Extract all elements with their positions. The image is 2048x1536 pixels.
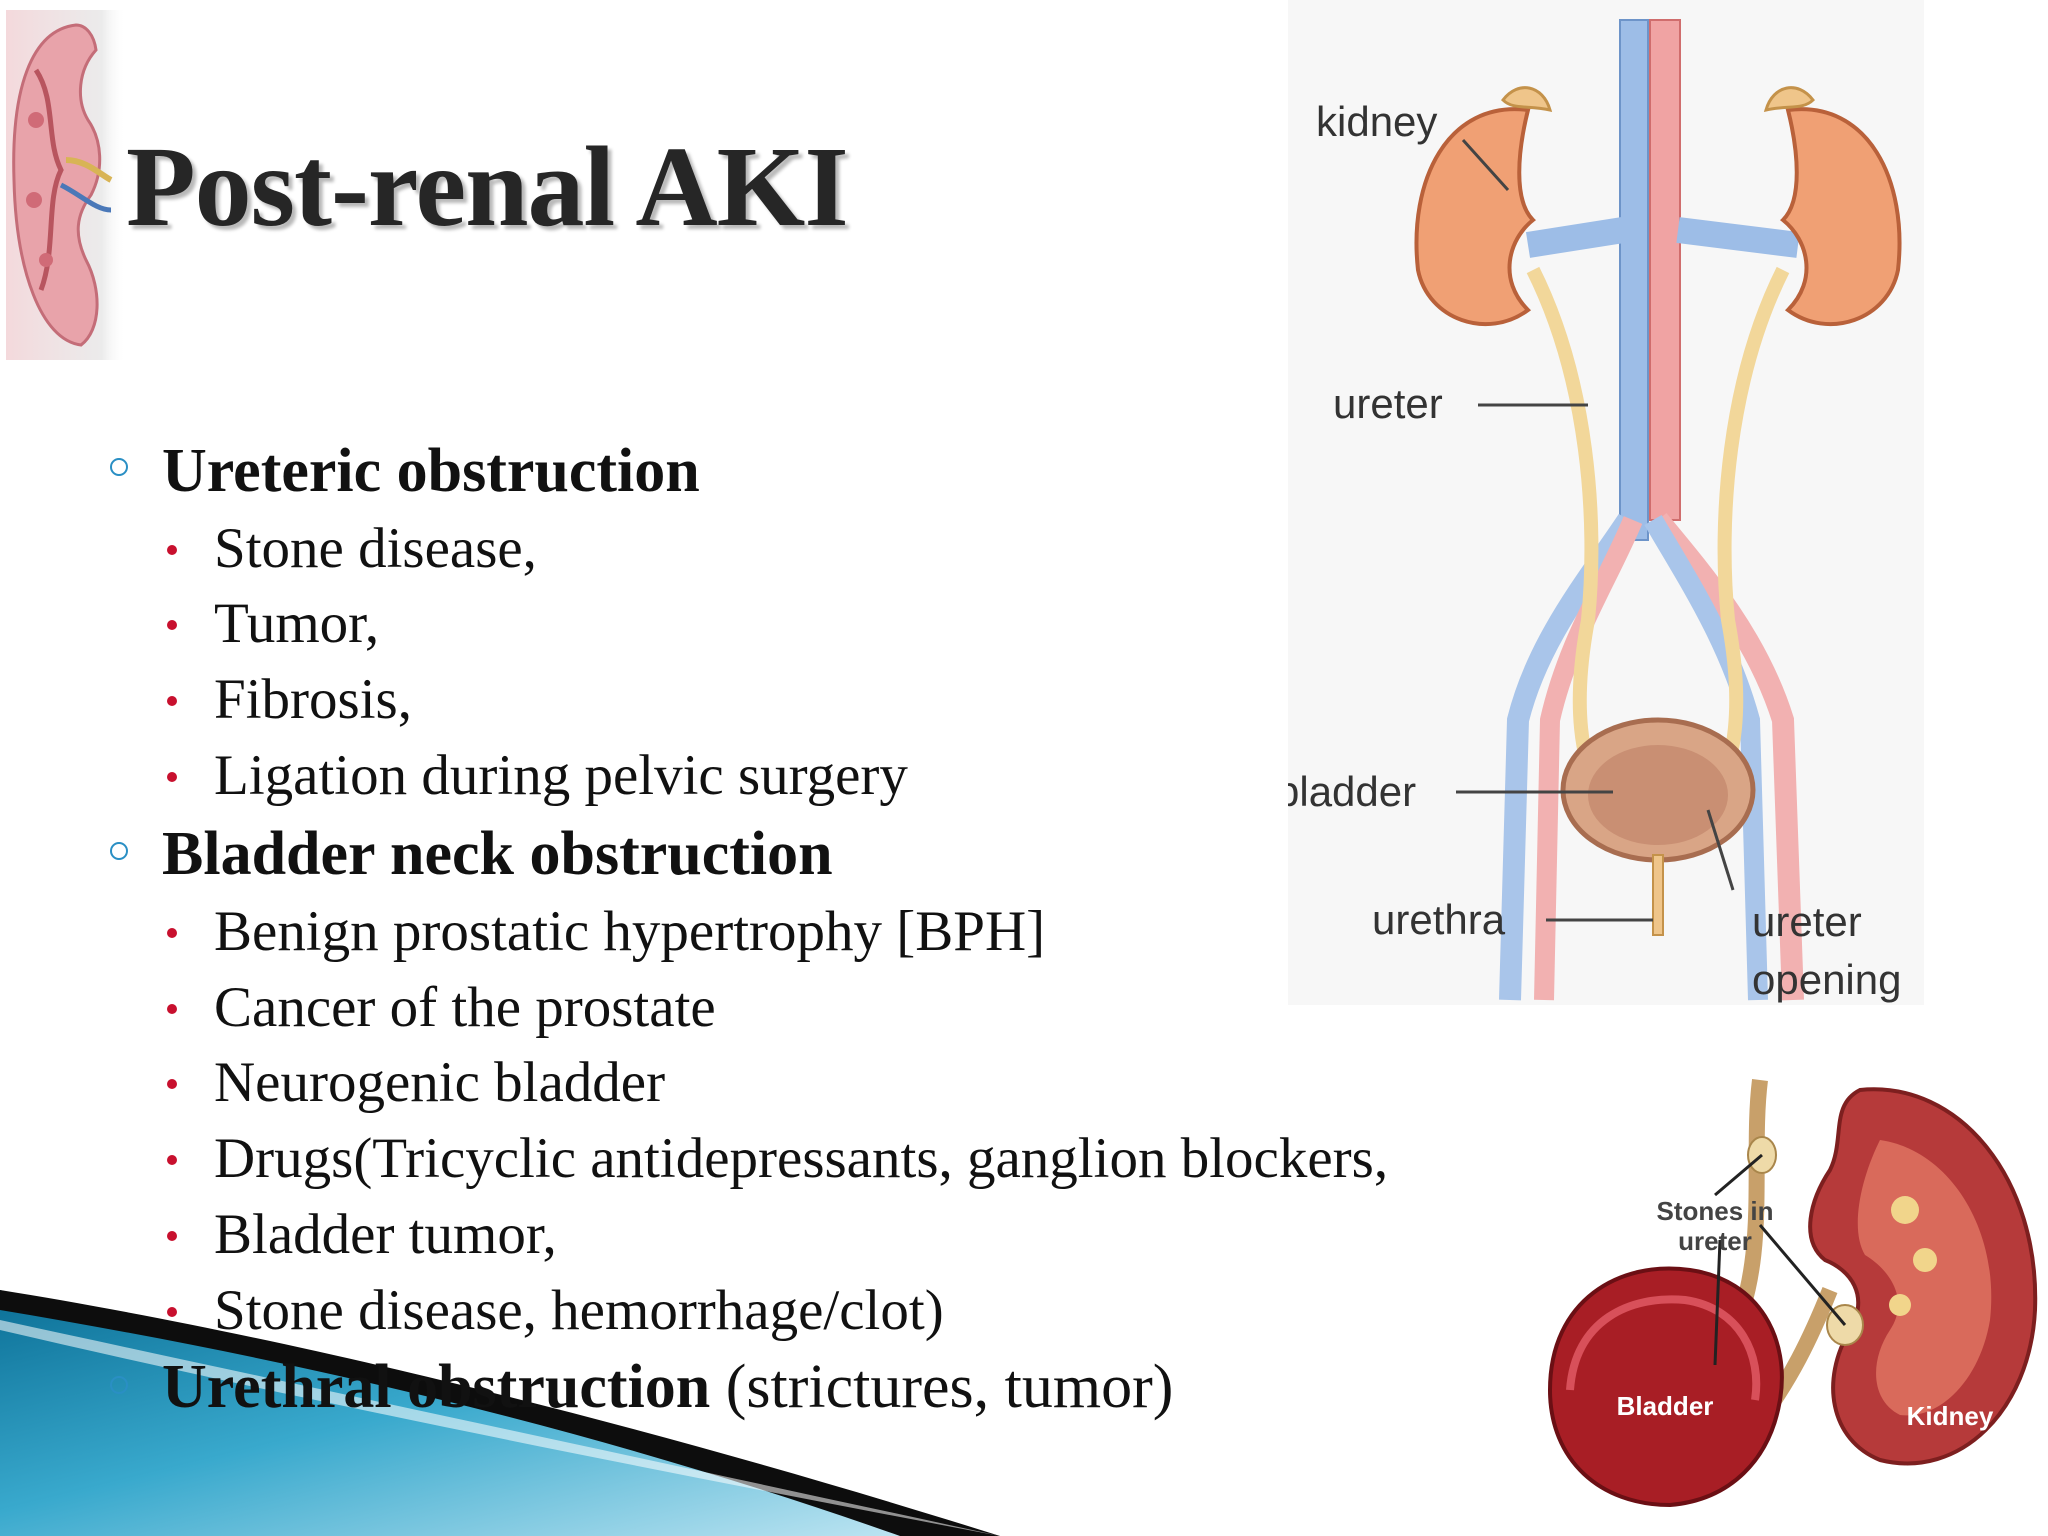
list-item: Drugs(Tricyclic antidepressants, ganglio… <box>214 1127 1389 1190</box>
label-ureter-opening: ureter <box>1752 898 1862 945</box>
label-ureter: ureter <box>1333 380 1443 427</box>
decorative-swoosh <box>0 1290 1000 1536</box>
bullet-dot-icon <box>167 1231 177 1241</box>
stones-in-ureter-image: Stones in ureter Bladder Kidney <box>1530 1060 2048 1510</box>
list-item: Stone disease, <box>214 517 537 580</box>
list-item: Tumor, <box>214 592 380 655</box>
label-stones-ureter: ureter <box>1678 1226 1752 1256</box>
label-kidney: kidney <box>1316 98 1437 145</box>
label-opening: opening <box>1752 956 1901 1003</box>
bullet-dot-icon <box>167 772 177 782</box>
section-heading-suffix: (strictures, tumor) <box>710 1353 1174 1421</box>
list-item: Benign prostatic hypertrophy [BPH] <box>214 900 1046 963</box>
bullet-dot-icon <box>167 1155 177 1165</box>
bullet-circle-icon <box>110 842 128 860</box>
list-item: Bladder tumor, <box>214 1203 557 1266</box>
label-bladder: Bladder <box>1617 1391 1714 1421</box>
list-item: Neurogenic bladder <box>214 1051 666 1114</box>
label-kidney: Kidney <box>1907 1401 1994 1431</box>
bullet-dot-icon <box>167 620 177 630</box>
bullet-dot-icon <box>167 1004 177 1014</box>
bullet-dot-icon <box>167 928 177 938</box>
bullet-dot-icon <box>167 696 177 706</box>
bullet-circle-icon <box>110 1376 128 1394</box>
section-heading: Urethral obstruction <box>162 1353 711 1421</box>
label-urethra: urethra <box>1372 896 1506 943</box>
section-heading: Bladder neck obstruction <box>162 820 833 888</box>
bullet-dot-icon <box>167 545 177 555</box>
bullet-dot-icon <box>167 1079 177 1089</box>
label-bladder: bladder <box>1288 768 1416 815</box>
label-stones-in: Stones in <box>1656 1196 1773 1226</box>
bullet-circle-icon <box>110 458 128 476</box>
slide-title: Post-renal AKI <box>126 123 849 250</box>
list-item: Fibrosis, <box>214 668 412 731</box>
list-item: Stone disease, hemorrhage/clot) <box>214 1279 944 1342</box>
list-item: Ligation during pelvic surgery <box>214 744 908 807</box>
bullet-dot-icon <box>167 1307 177 1317</box>
section-heading-urethral: Urethral obstruction (strictures, tumor) <box>162 1356 1173 1418</box>
section-heading: Ureteric obstruction <box>162 437 700 505</box>
urinary-system-diagram: kidney ureter bladder urethra ureter ope… <box>1288 0 1924 1005</box>
kidney-logo-icon <box>6 10 126 360</box>
list-item: Cancer of the prostate <box>214 976 716 1039</box>
